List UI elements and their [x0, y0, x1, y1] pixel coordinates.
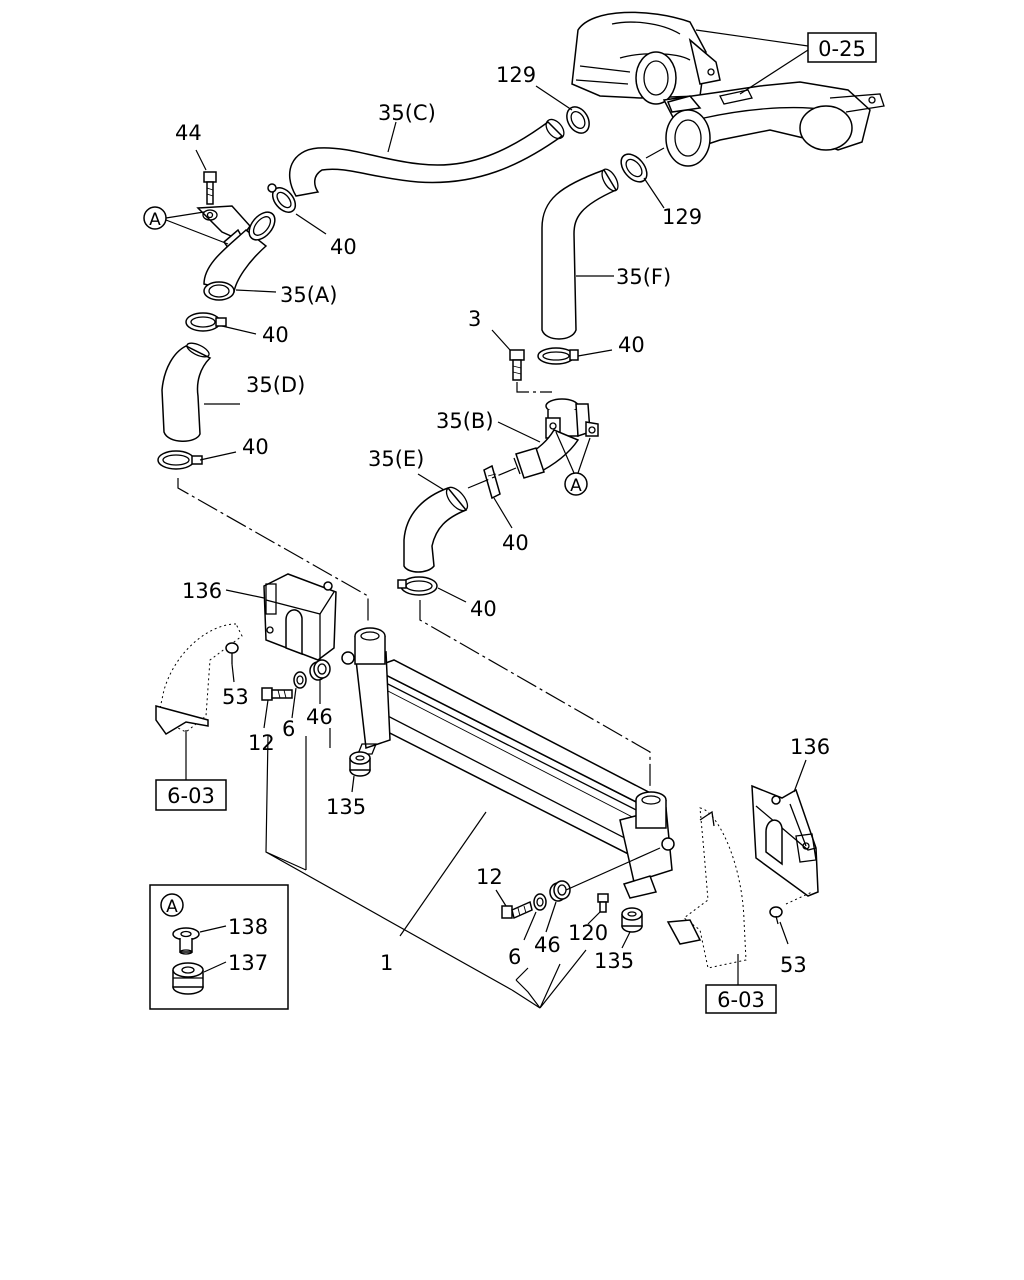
clamp-129-lower	[620, 153, 648, 183]
callout-120: 120	[568, 921, 608, 945]
mount-135-right	[621, 907, 643, 933]
callout-40-lower-center: 40	[470, 597, 497, 621]
bolt-3	[509, 349, 525, 381]
hose-35d	[161, 345, 212, 442]
callout-53-left: 53	[222, 685, 249, 709]
clamp-40-lower-center	[397, 576, 438, 596]
callout-53-right: 53	[780, 953, 807, 977]
bolt-44	[203, 171, 217, 205]
callout-136-right: 136	[790, 735, 830, 759]
callout-40-left-middle: 40	[262, 323, 289, 347]
callout-135-left: 135	[326, 795, 366, 819]
clamp-40-left-middle	[185, 312, 227, 332]
callout-129-upper: 129	[496, 63, 536, 87]
ref-box-6-03-right	[705, 984, 777, 1014]
collar-138	[172, 927, 200, 955]
bushing-46-right	[549, 880, 571, 902]
bolt-12-left	[261, 687, 293, 701]
clamp-40-middle	[483, 464, 501, 500]
callout-46-left: 46	[306, 705, 333, 729]
callout-6-right: 6	[508, 945, 521, 969]
clamp-40-upper-left	[267, 183, 297, 213]
callout-138: 138	[228, 915, 268, 939]
callout-40-upper-left: 40	[330, 235, 357, 259]
callout-35f: 35(F)	[616, 265, 671, 289]
washer-6-left	[293, 671, 307, 689]
callout-6-left: 6	[282, 717, 295, 741]
callout-1: 1	[380, 951, 393, 975]
callout-40-left-lower: 40	[242, 435, 269, 459]
callout-0-25: 0-25	[818, 37, 866, 61]
pipe-35a	[196, 205, 276, 301]
hose-35f	[541, 169, 618, 340]
callout-a-2: A	[570, 476, 582, 496]
callout-35a: 35(A)	[280, 283, 337, 307]
callout-12-left: 12	[248, 731, 275, 755]
callout-12-right: 12	[476, 865, 503, 889]
callout-35e: 35(E)	[368, 447, 424, 471]
washer-6-right	[533, 893, 547, 911]
hose-35e	[403, 487, 468, 573]
callout-6-03-right: 6-03	[717, 988, 765, 1012]
callout-40-right-upper: 40	[618, 333, 645, 357]
callout-129-lower: 129	[662, 205, 702, 229]
callout-136-left: 136	[182, 579, 222, 603]
ref-box-0-25	[807, 32, 877, 63]
clamp-129-upper	[566, 106, 590, 134]
callout-6-03-left: 6-03	[167, 784, 215, 808]
callout-46-right: 46	[534, 933, 561, 957]
clamp-40-right-upper	[537, 347, 579, 365]
shroud-right	[683, 807, 747, 969]
screw-53-left	[225, 642, 239, 664]
screw-53-right	[769, 906, 783, 925]
callout-a-1: A	[149, 210, 161, 230]
circled-a-marker-3	[160, 893, 184, 917]
callout-135-right: 135	[594, 949, 634, 973]
bracket-136-right	[751, 784, 819, 897]
hose-35c	[288, 121, 564, 197]
callout-35b: 35(B)	[436, 409, 494, 433]
ref-box-6-03-left	[155, 779, 227, 811]
clamp-40-left-lower	[157, 450, 203, 470]
intercooler	[341, 627, 675, 899]
circled-a-marker-2	[564, 472, 588, 496]
callout-44: 44	[175, 121, 202, 145]
grommet-137	[172, 962, 204, 995]
callout-3: 3	[468, 307, 481, 331]
callout-a-3: A	[166, 897, 178, 917]
bracket-136-left	[263, 573, 337, 661]
stud-120	[597, 893, 609, 913]
turbo-duct-assembly	[571, 11, 885, 167]
bushing-46-left	[309, 659, 331, 681]
mount-135-left	[349, 751, 371, 777]
callout-137: 137	[228, 951, 268, 975]
pipe-35b	[513, 398, 599, 479]
callout-40-middle: 40	[502, 531, 529, 555]
callout-35c: 35(C)	[378, 101, 436, 125]
shroud-left	[157, 623, 243, 733]
callout-35d: 35(D)	[246, 373, 305, 397]
bolt-12-right	[501, 900, 533, 920]
